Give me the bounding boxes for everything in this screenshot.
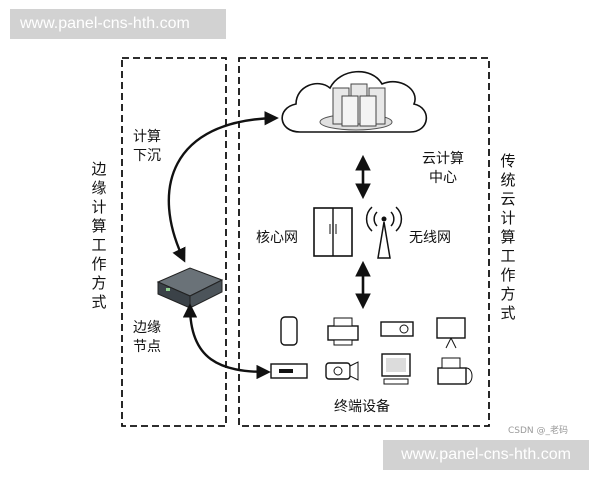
traditional-mode-label: 传统云计算工作方式 [500, 152, 516, 322]
cloud-server-icon [281, 70, 428, 133]
projector-icon [380, 321, 414, 337]
edge-mode-label: 边缘计算工作方式 [91, 160, 107, 311]
edge-node-label: 边缘 节点 [133, 320, 161, 355]
core-network-icon [313, 207, 353, 257]
desktop-icon [381, 353, 411, 385]
edge-terminal-arrow [182, 303, 271, 380]
antenna-icon [365, 206, 403, 259]
core-network-label: 核心网 [256, 230, 298, 246]
cloud-center-label: 云计算 中心 [422, 151, 464, 186]
bottom-watermark-banner: www.panel-cns-hth.com [383, 440, 589, 470]
camera-icon [325, 361, 359, 381]
screen-icon [436, 317, 466, 349]
compute-sink-arrow [167, 111, 279, 263]
edge-server-icon [156, 267, 224, 309]
printer-icon [327, 317, 359, 346]
wireless-network-label: 无线网 [409, 230, 451, 246]
set-top-box-icon [270, 363, 308, 379]
compute-sink-label: 计算 下沉 [133, 129, 161, 164]
top-watermark-banner: www.panel-cns-hth.com [10, 9, 226, 39]
csdn-watermark: CSDN @_老码 [508, 426, 569, 436]
terminal-devices-label: 终端设备 [334, 399, 390, 415]
edge-computing-box [121, 57, 227, 427]
fax-icon [437, 357, 473, 385]
phone-icon [280, 316, 298, 346]
